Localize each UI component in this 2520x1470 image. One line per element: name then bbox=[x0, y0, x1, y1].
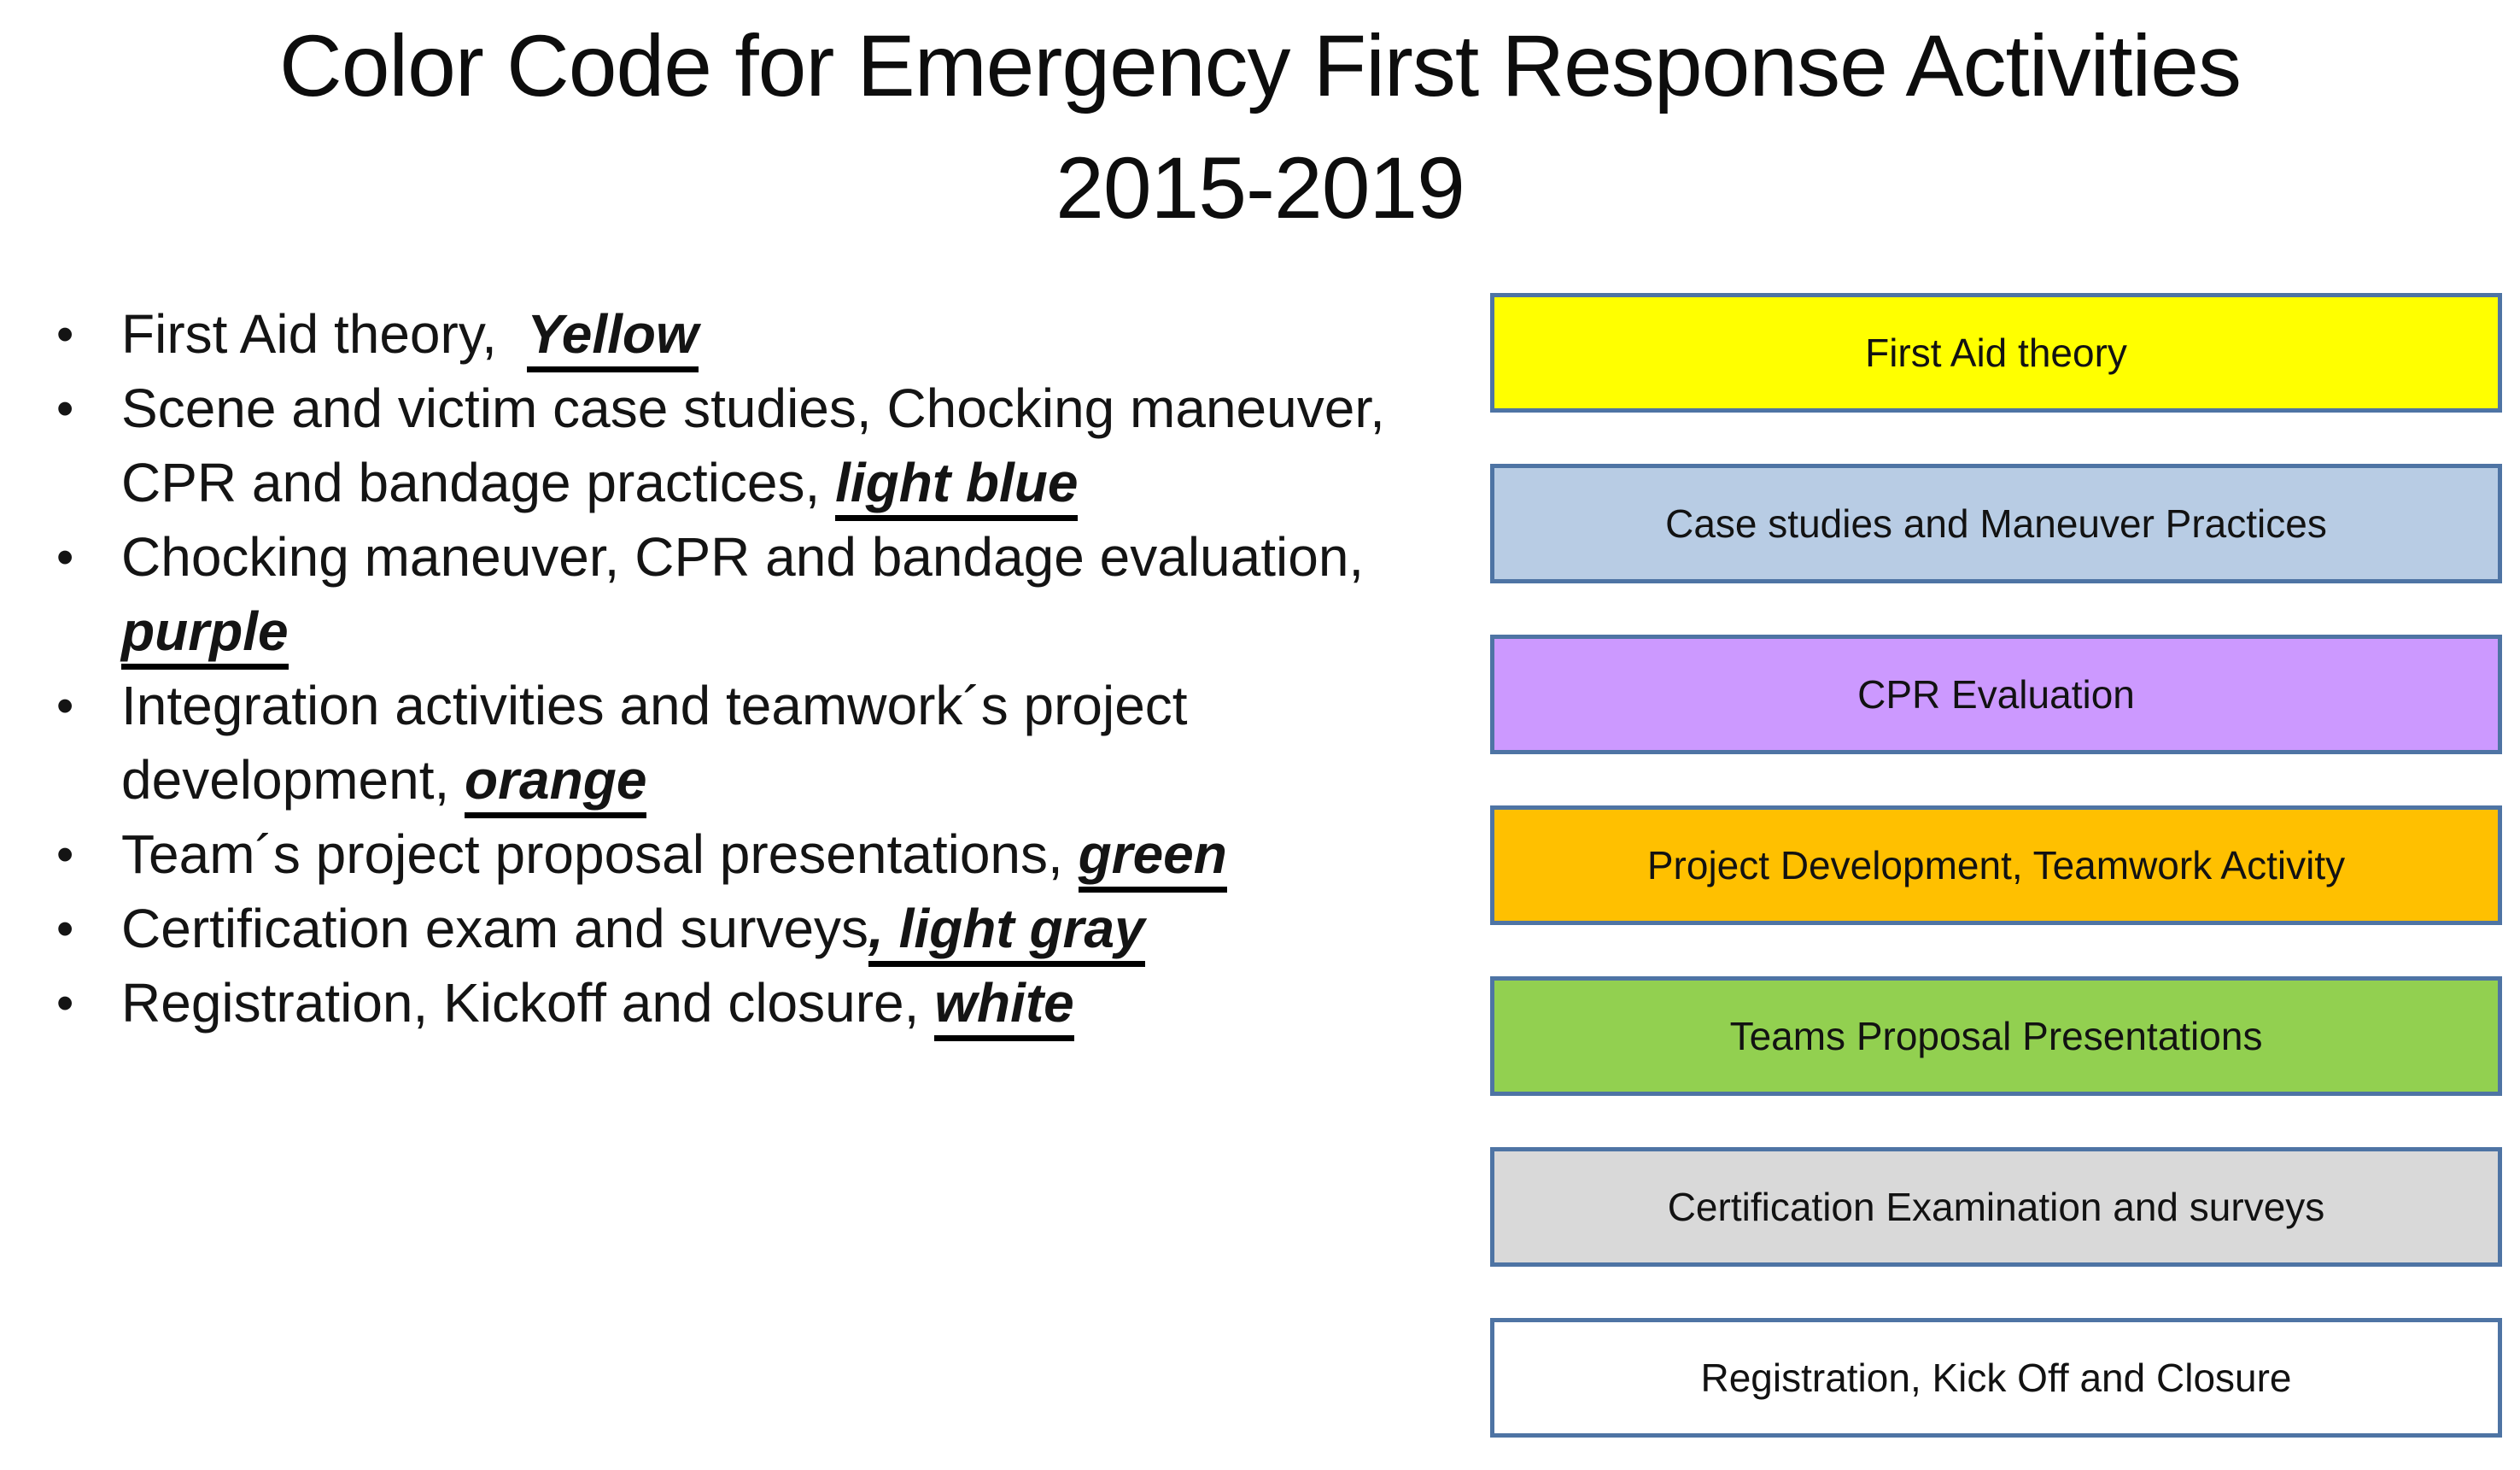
legend-box-light-blue: Case studies and Maneuver Practices bbox=[1490, 464, 2502, 583]
legend-box-label: Registration, Kick Off and Closure bbox=[1700, 1356, 2292, 1400]
color-term: green bbox=[1078, 823, 1227, 893]
color-term: white bbox=[934, 972, 1074, 1041]
list-item: Certification exam and surveys, light gr… bbox=[53, 892, 1441, 967]
legend-box-label: Case studies and Maneuver Practices bbox=[1665, 501, 2327, 546]
list-item: First Aid theory, Yellow bbox=[53, 297, 1441, 372]
color-term: Yellow bbox=[527, 303, 699, 372]
legend-box-orange: Project Development, Teamwork Activity bbox=[1490, 805, 2502, 925]
color-term: light blue bbox=[835, 452, 1079, 521]
legend-box-purple: CPR Evaluation bbox=[1490, 635, 2502, 754]
list-item: Chocking maneuver, CPR and bandage evalu… bbox=[53, 520, 1441, 670]
page-title: Color Code for Emergency First Response … bbox=[0, 5, 2520, 249]
legend-box-label: CPR Evaluation bbox=[1857, 672, 2135, 717]
legend-box-green: Teams Proposal Presentations bbox=[1490, 976, 2502, 1096]
bullet-list: First Aid theory, YellowScene and victim… bbox=[53, 297, 1441, 1041]
bullet-text-segment: First Aid theory, bbox=[121, 303, 528, 365]
bullet-text-segment: Certification exam and surveys bbox=[121, 898, 869, 959]
list-item: Registration, Kickoff and closure, white bbox=[53, 966, 1441, 1041]
legend-box-light-gray: Certification Examination and surveys bbox=[1490, 1147, 2502, 1267]
legend-box-label: Certification Examination and surveys bbox=[1667, 1185, 2325, 1229]
bullet-text-segment: Chocking maneuver, CPR and bandage evalu… bbox=[121, 526, 1379, 588]
color-term: , light gray bbox=[868, 898, 1145, 967]
list-item: Team´s project proposal presentations, g… bbox=[53, 817, 1441, 893]
legend-box-label: Teams Proposal Presentations bbox=[1729, 1014, 2263, 1058]
legend-box-label: First Aid theory bbox=[1865, 331, 2127, 375]
color-term: orange bbox=[465, 749, 647, 818]
list-item: Scene and victim case studies, Chocking … bbox=[53, 372, 1441, 521]
legend-box-white: Registration, Kick Off and Closure bbox=[1490, 1318, 2502, 1438]
bullet-text-segment: Scene and victim case studies, Chocking … bbox=[121, 378, 1400, 513]
legend-box-yellow: First Aid theory bbox=[1490, 293, 2502, 413]
bullet-text-segment: Team´s project proposal presentations, bbox=[121, 823, 1079, 885]
bullet-text-segment: Integration activities and teamwork´s pr… bbox=[121, 675, 1203, 811]
list-item: Integration activities and teamwork´s pr… bbox=[53, 669, 1441, 818]
bullet-text-segment: Registration, Kickoff and closure, bbox=[121, 972, 935, 1034]
page-title-line-1: Color Code for Emergency First Response … bbox=[279, 17, 2242, 114]
page-title-line-2: 2015-2019 bbox=[1055, 138, 1465, 237]
color-term: purple bbox=[121, 600, 289, 670]
legend-box-label: Project Development, Teamwork Activity bbox=[1646, 843, 2346, 887]
